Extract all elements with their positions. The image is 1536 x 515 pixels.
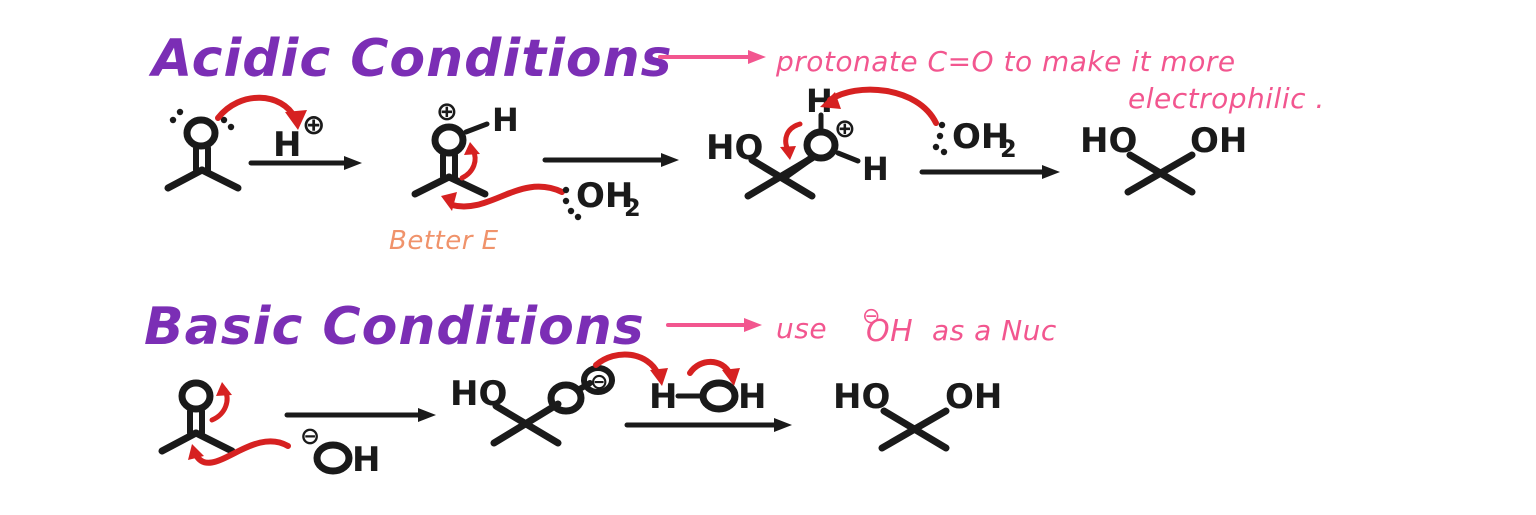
- acidic-conditions-section: Acidic Conditions protonate C=O to make …: [148, 29, 1325, 256]
- reaction-arrow-acid-3: [919, 165, 1060, 179]
- reaction-arrow-acid-1: [248, 156, 362, 170]
- reagent-hydroxide: ⊖ H: [300, 422, 380, 480]
- structure-protonated-hemiketal: HO ⊕ H H: [706, 82, 889, 200]
- proton-plus-charge: ⊕: [302, 108, 325, 141]
- reaction-arrow-basic-2: [624, 418, 792, 432]
- curved-arrow-pi-to-oxygen: [459, 142, 480, 181]
- reagent-water-nucleophile-2: OH 2: [932, 117, 1017, 163]
- water-1-oh-label: OH: [576, 176, 633, 216]
- structure-geminal-diol-base: HO OH: [833, 377, 1002, 452]
- curved-arrow-lonepair-to-proton: [215, 94, 307, 130]
- basic-note-rest-label: as a Nuc: [932, 314, 1057, 347]
- curved-arrow-alkoxide-to-water-h: [593, 351, 668, 386]
- protonated-ketone-h-label: H: [492, 101, 519, 139]
- reaction-arrow-basic-1: [284, 408, 436, 422]
- water-2-oh-label: OH: [952, 117, 1009, 157]
- curved-arrow-oh-bond-to-oxygen: [780, 121, 803, 160]
- reagent-water-hoh: H H: [649, 377, 766, 417]
- alkoxide-minus-charge: ⊖: [590, 370, 608, 395]
- basic-note-use-label: use: [776, 312, 827, 345]
- structure-geminal-diol-acid: HO OH: [1080, 121, 1247, 196]
- better-electrophile-label: Better E: [389, 226, 499, 256]
- structure-ketone-basic: [158, 379, 236, 455]
- basic-conditions-section: Basic Conditions use ⊖ OH as a Nuc: [144, 297, 1057, 480]
- curved-arrow-pi-to-oxygen-basic: [209, 382, 232, 423]
- hemiketal-h-right-label: H: [862, 150, 889, 188]
- structure-protonated-ketone: ⊕ H: [411, 97, 519, 198]
- acidic-note-pointer-arrow: [658, 50, 766, 64]
- reaction-arrow-acid-2: [542, 153, 679, 167]
- basic-note-pointer-arrow: [666, 318, 762, 332]
- proton-h-label: H: [273, 125, 301, 165]
- basic-note-minus-charge: ⊖: [862, 304, 881, 329]
- water-1-subscript: 2: [624, 194, 641, 222]
- hoh-oh-h-label: H: [738, 377, 766, 417]
- hydroxide-minus-charge: ⊖: [300, 422, 320, 450]
- protonated-ketone-plus-charge: ⊕: [436, 97, 458, 127]
- curved-arrow-hydroxide-to-carbonyl: [188, 438, 291, 466]
- hydroxide-h-label: H: [352, 440, 380, 480]
- structure-alkoxide: HO ⊖: [450, 365, 615, 447]
- diol-base-oh-label: OH: [945, 377, 1002, 417]
- hoh-h-label: H: [649, 377, 677, 417]
- curved-arrow-water-to-proton-2: [820, 86, 939, 126]
- structure-ketone: [164, 108, 242, 192]
- basic-conditions-heading: Basic Conditions: [144, 297, 645, 357]
- basic-note-hydroxide-label: OH: [866, 314, 913, 349]
- acidic-note-line-1: protonate C=O to make it more: [775, 45, 1236, 78]
- basic-note-annotation: use ⊖ OH as a Nuc: [776, 304, 1057, 349]
- curved-arrow-water-bond-to-oxygen: [687, 358, 740, 386]
- diol-acid-oh-label: OH: [1190, 121, 1247, 161]
- reagent-proton: H ⊕: [273, 108, 325, 165]
- acidic-conditions-heading: Acidic Conditions: [148, 29, 673, 89]
- hemiketal-plus-charge: ⊕: [834, 114, 856, 144]
- acidic-note-line-2: electrophilic .: [1128, 82, 1325, 115]
- water-2-subscript: 2: [1000, 135, 1017, 163]
- reagent-water-nucleophile-1: OH 2: [562, 176, 641, 222]
- curved-arrow-water-to-carbonyl-1: [441, 183, 565, 211]
